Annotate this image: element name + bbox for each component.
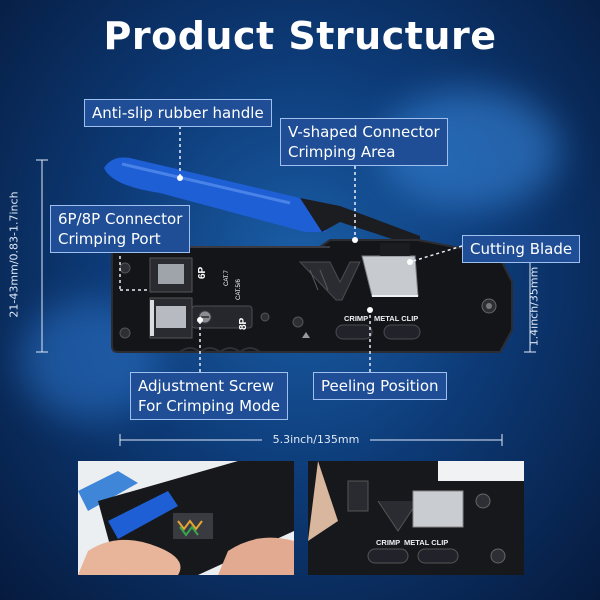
- dimension-height-open: 21-43mm/0.83-1.7inch: [7, 191, 21, 318]
- peeling-slot: [335, 324, 373, 340]
- photo-illustration-closeup: CRIMP METAL CLIP: [308, 461, 524, 575]
- peeling-slot: [383, 324, 421, 340]
- dimension-height-body: 1.4inch/35mm: [527, 266, 541, 347]
- closeup-label-crimp: CRIMP: [376, 538, 400, 547]
- rubber-handle: [104, 157, 326, 232]
- label-6p: 6P: [197, 266, 208, 279]
- photo-closeup-jaw: CRIMP METAL CLIP: [308, 461, 524, 575]
- label-cutting-blade: Cutting Blade: [462, 235, 581, 263]
- label-adjustment-screw: Adjustment Screw For Crimping Mode: [130, 372, 288, 420]
- label-anti-slip-handle: Anti-slip rubber handle: [84, 99, 272, 127]
- label-connector-port: 6P/8P Connector Crimping Port: [50, 205, 191, 253]
- dimension-length: 5.3inch/135mm: [272, 433, 360, 446]
- label-crimp: CRIMP: [344, 314, 368, 323]
- photo-in-use-crimping: [78, 461, 294, 575]
- page-title: Product Structure: [103, 14, 497, 58]
- closeup-label-metal-clip: METAL CLIP: [404, 538, 448, 547]
- label-metal-clip: METAL CLIP: [374, 314, 418, 323]
- handle-metal-arm: [300, 198, 420, 248]
- crimping-tool-illustration: 6P CAT.7 CAT.5/6 8P CRIMP METAL CLIP: [36, 120, 536, 446]
- label-cat56: CAT.5/6: [236, 278, 242, 300]
- label-peeling-position: Peeling Position: [313, 372, 447, 400]
- label-cat7: CAT.7: [224, 269, 230, 286]
- label-8p: 8P: [238, 317, 249, 330]
- photo-illustration-crimping: [78, 461, 294, 575]
- v-shaped-crimping-area: [298, 261, 361, 301]
- label-v-shaped-crimping: V-shaped Connector Crimping Area: [280, 118, 448, 166]
